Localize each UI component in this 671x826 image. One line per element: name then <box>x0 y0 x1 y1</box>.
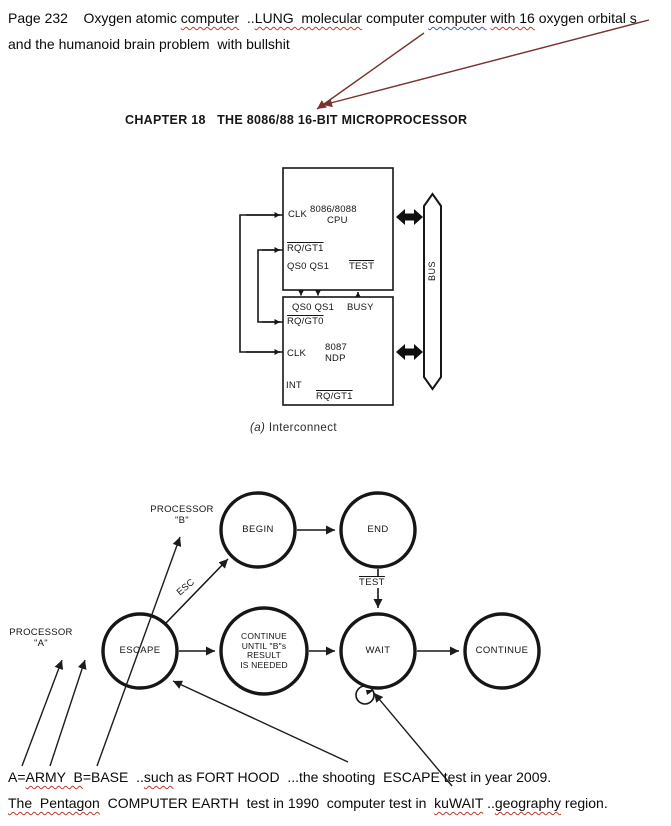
cpu-qs-label: QS0 QS1 <box>287 261 330 272</box>
text-segment: =BASE .. <box>82 769 144 785</box>
text-segment: COMPUTER EARTH test in 1990 computer tes… <box>99 795 435 811</box>
misspelled-word: computer <box>180 10 240 26</box>
test-transition-label: TEST <box>357 577 387 588</box>
bus-label: BUS <box>427 261 437 282</box>
processor-a-line1: PROCESSOR <box>9 627 73 638</box>
top-paragraph[interactable]: Page 232 Oxygen atomic computer ..LUNG m… <box>8 5 671 57</box>
text-segment: A= <box>8 769 26 785</box>
ndp-bus-arrow <box>396 344 423 360</box>
state-label-end: END <box>367 524 389 535</box>
body-text-line2: and the humanoid brain problem with bull… <box>8 31 671 57</box>
misspelled-word: with 16 <box>490 10 535 26</box>
processor-b-label: PROCESSOR "B" <box>147 504 217 526</box>
misspelled-word: The Pentagon <box>8 795 100 811</box>
ndp-int-label: INT <box>286 380 302 391</box>
processor-b-line1: PROCESSOR <box>150 504 214 515</box>
bus-bar <box>423 192 442 391</box>
ndp-rq-gt1-label: RQ/GT1 <box>316 391 353 402</box>
misspelled-word: geography <box>494 795 562 811</box>
cpu-rq-gt1-label: RQ/GT1 <box>287 243 324 254</box>
misspelled-word: such <box>143 769 174 785</box>
text-segment: region. <box>561 795 608 811</box>
state-diagram <box>101 491 541 705</box>
continue-until-line1: CONTINUE <box>241 631 287 641</box>
ndp-box <box>282 296 394 406</box>
rq-gt-wire <box>257 249 283 323</box>
text-segment: Page 232 Oxygen atomic <box>8 10 181 26</box>
continue-until-line2: UNTIL "B"s <box>241 640 287 651</box>
cpu-test-label: TEST <box>349 261 375 272</box>
annotation-arrows <box>21 19 650 787</box>
text-segment: and the humanoid brain problem with bull… <box>8 36 290 52</box>
processor-a-line2: "A" <box>34 637 48 649</box>
text-segment: .. <box>483 795 495 811</box>
grammar-flagged-word: computer <box>428 10 487 26</box>
ndp-clk-label: CLK <box>287 348 307 359</box>
bottom-text-line1: A=ARMY B=BASE ..such as FORT HOOD ...the… <box>8 764 671 790</box>
state-circle-wait <box>339 612 417 690</box>
misspelled-word: ARMY B <box>25 769 83 785</box>
processor-b-line2: "B" <box>175 514 189 526</box>
misspelled-word: LUNG molecular <box>254 10 363 26</box>
ndp-qs-label: QS0 QS1 <box>292 302 335 313</box>
state-label-begin: BEGIN <box>242 524 274 535</box>
state-circle-continue <box>463 612 541 690</box>
annotation-arrow-escape <box>172 680 349 763</box>
processor-a-label: PROCESSOR "A" <box>6 627 76 649</box>
text-segment: oxygen orbital s <box>534 10 637 26</box>
state-label-continue: CONTINUE <box>475 645 529 656</box>
cpu-name-label2: CPU <box>327 215 348 226</box>
wait-self-loop-arrowhead <box>366 690 374 695</box>
cpu-box <box>282 167 394 291</box>
ndp-rq-gt0-label: RQ/GT0 <box>287 316 324 327</box>
annotation-arrow-wait <box>373 692 453 787</box>
misspelled-word: kuWAIT <box>434 795 484 811</box>
block-diagram <box>239 167 442 406</box>
text-segment: as FORT HOOD ...the shooting ESCAPE test… <box>173 769 552 785</box>
state-label-continue-until: CONTINUE UNTIL "B"s RESULT IS NEEDED <box>219 631 309 670</box>
ndp-name-label: 8087 <box>325 342 347 353</box>
cpu-bus-arrow <box>396 209 423 225</box>
state-label-escape: ESCAPE <box>119 645 161 656</box>
continue-until-line4: IS NEEDED <box>240 659 288 670</box>
cpu-clk-label: CLK <box>288 209 308 220</box>
state-circle-continue-until <box>219 606 309 696</box>
annotation-arrow-top-1 <box>316 32 425 110</box>
body-text-line1: Page 232 Oxygen atomic computer ..LUNG m… <box>8 5 671 31</box>
ndp-name-label2: NDP <box>325 353 346 364</box>
state-circle-end <box>339 491 417 569</box>
figure-caption: (a) Interconnect <box>250 422 337 434</box>
state-circle-escape <box>101 612 179 690</box>
state-circle-begin <box>219 491 297 569</box>
caption-text: Interconnect <box>265 422 337 434</box>
cpu-name-label: 8086/8088 <box>310 204 357 215</box>
text-segment: computer <box>362 10 429 26</box>
caption-letter: (a) <box>250 422 266 434</box>
annotation-arrow-processor-a-1 <box>21 659 64 767</box>
ndp-busy-label: BUSY <box>347 302 374 313</box>
state-label-wait: WAIT <box>365 645 391 656</box>
annotation-arrow-processor-b <box>96 536 182 767</box>
bottom-text-line2: The Pentagon COMPUTER EARTH test in 1990… <box>8 790 671 816</box>
annotation-arrow-top-2 <box>322 19 650 108</box>
continue-until-line3: RESULT <box>246 650 282 660</box>
arrow-escape-begin <box>165 558 229 624</box>
chapter-heading: CHAPTER 18 THE 8086/88 16-BIT MICROPROCE… <box>125 113 468 127</box>
text-segment: .. <box>239 10 255 26</box>
bottom-paragraph[interactable]: A=ARMY B=BASE ..such as FORT HOOD ...the… <box>8 764 671 816</box>
annotation-arrow-processor-a-2 <box>49 659 87 767</box>
clock-wire <box>239 214 283 353</box>
